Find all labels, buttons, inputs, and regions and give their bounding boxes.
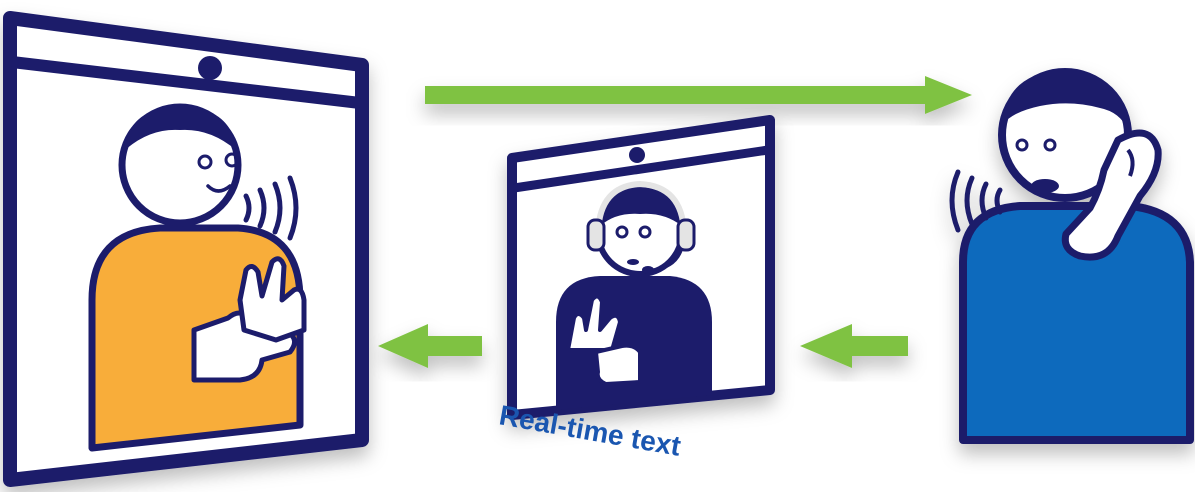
interpreter-hair [600,188,682,226]
interpreter-eye-left [615,225,629,239]
deaf-user-hair [125,106,236,150]
telephone-handset-icon [1061,129,1162,261]
deaf-user-eye-left [197,154,213,170]
deaf-user-icon [88,103,307,452]
hearing-user-icon [949,68,1194,444]
deaf-user-eye-right [224,152,240,168]
arrow-left-icon-1 [378,324,482,368]
arrow-left-icon-2 [800,324,908,368]
hearing-user-mouth [1031,179,1059,193]
headset-icon [586,180,696,274]
interpreter-eye-right [638,225,652,239]
left-video-frame [3,11,369,487]
left-frame-topbar [11,56,361,109]
interpreter-sign-hands-icon [566,294,642,386]
hearing-user-hair [1002,70,1128,130]
interpreter-camera-icon [629,147,645,163]
interpreter-icon [556,180,712,410]
interpreter-video-frame [507,115,775,420]
deaf-user-smile [206,184,232,193]
hearing-user-sound-waves-icon [949,169,1003,233]
arrow-right-icon [425,76,972,114]
left-camera-icon [198,56,222,80]
hearing-user-eye-right [1043,138,1057,152]
interpreter-frame-topbar [513,145,769,193]
sound-waves-icon [243,175,299,241]
sign-language-hands-icon [191,256,307,383]
interpreter-mouth [627,259,639,265]
hearing-user-eye-left [1015,138,1029,152]
